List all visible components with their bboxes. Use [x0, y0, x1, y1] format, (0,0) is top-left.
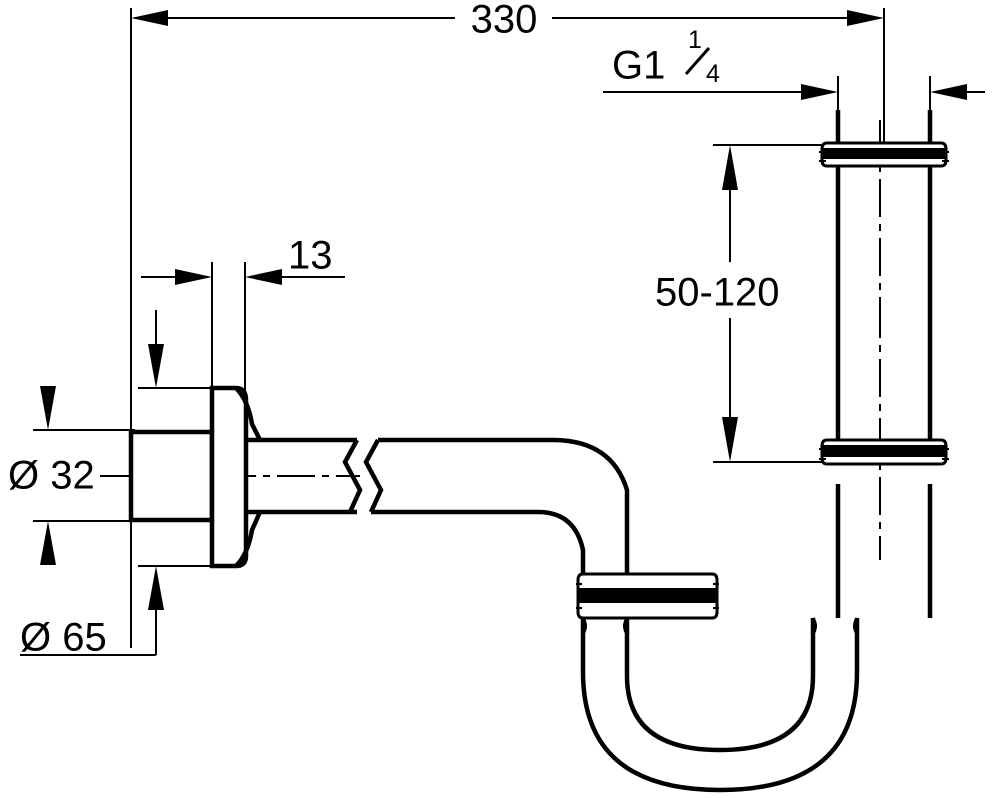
dimension-13-label: 13	[288, 234, 333, 278]
compression-nut-elbow	[576, 572, 719, 620]
vertical-outlet-pipe	[835, 110, 933, 618]
dimension-thread-label: G1	[612, 44, 665, 88]
dimension-thread-numerator: 1	[688, 26, 702, 54]
compression-nut-bottom	[819, 438, 949, 466]
dimension-flange-diameter: Ø 65	[20, 566, 164, 660]
horizontal-inlet-pipe	[128, 429, 555, 523]
dimension-height-range: 50-120	[655, 145, 780, 462]
dimension-overall-length: 330	[131, 0, 884, 42]
trap-elbow	[539, 437, 630, 578]
dimension-flange-thickness: 13	[141, 234, 345, 388]
dimension-50-120-label: 50-120	[655, 271, 780, 315]
dimension-thread-size: G1 1 4	[603, 26, 985, 100]
compression-nut-top	[819, 141, 949, 168]
inlet-socket-stub	[128, 429, 215, 523]
dimension-pipe-diameter: Ø 32	[8, 386, 95, 565]
dimension-thread-denominator: 4	[706, 60, 720, 88]
dimension-330-label: 330	[471, 0, 538, 42]
dimension-d32-label: Ø 32	[8, 454, 95, 498]
wall-flange-escutcheon	[209, 385, 263, 569]
dimension-d65-label: Ø 65	[20, 616, 107, 660]
u-bend-trap	[580, 617, 860, 793]
